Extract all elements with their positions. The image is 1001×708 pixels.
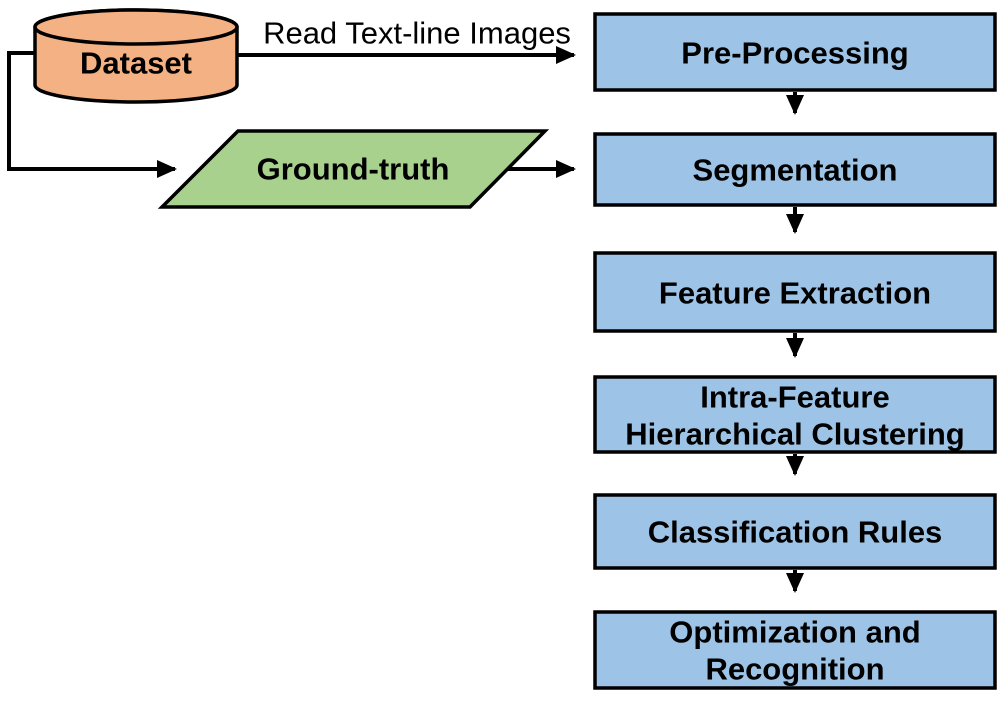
label-segmentation: Segmentation (693, 153, 898, 188)
dataset-node: Dataset (33, 8, 239, 104)
process-box-intra-feature-clustering (593, 375, 997, 454)
groundtruth-parallelogram (157, 129, 550, 209)
groundtruth-node: Ground-truth (157, 129, 550, 209)
label-intra-feature-line1: Intra-Feature (700, 380, 889, 415)
label-feature-extraction: Feature Extraction (659, 276, 931, 311)
process-node-pre-processing: Pre-Processing (593, 12, 997, 92)
dataset-label: Dataset (80, 46, 192, 81)
process-node-feature-extraction: Feature Extraction (593, 251, 997, 333)
label-intra-feature-line2: Hierarchical Clustering (625, 417, 964, 452)
dataset-cylinder-top (33, 8, 239, 46)
label-optimization-line1: Optimization and (669, 615, 920, 650)
process-node-segmentation: Segmentation (593, 132, 997, 207)
process-node-classification-rules: Classification Rules (593, 493, 997, 570)
connector-dataset-to-groundtruth (7, 51, 177, 178)
process-box-optimization-recognition (593, 610, 997, 690)
process-node-intra-feature-clustering: Intra-Feature Hierarchical Clustering (593, 375, 997, 454)
groundtruth-label: Ground-truth (257, 152, 450, 187)
process-box-segmentation (593, 132, 997, 207)
label-optimization-line2: Recognition (705, 652, 884, 687)
process-node-optimization-recognition: Optimization and Recognition (593, 610, 997, 690)
process-box-feature-extraction (593, 251, 997, 333)
process-box-classification-rules (593, 493, 997, 570)
process-box-pre-processing (593, 12, 997, 92)
label-classification-rules: Classification Rules (648, 515, 943, 550)
edge-label-read-text-line-images: Read Text-line Images (263, 16, 571, 51)
label-pre-processing: Pre-Processing (681, 36, 908, 71)
